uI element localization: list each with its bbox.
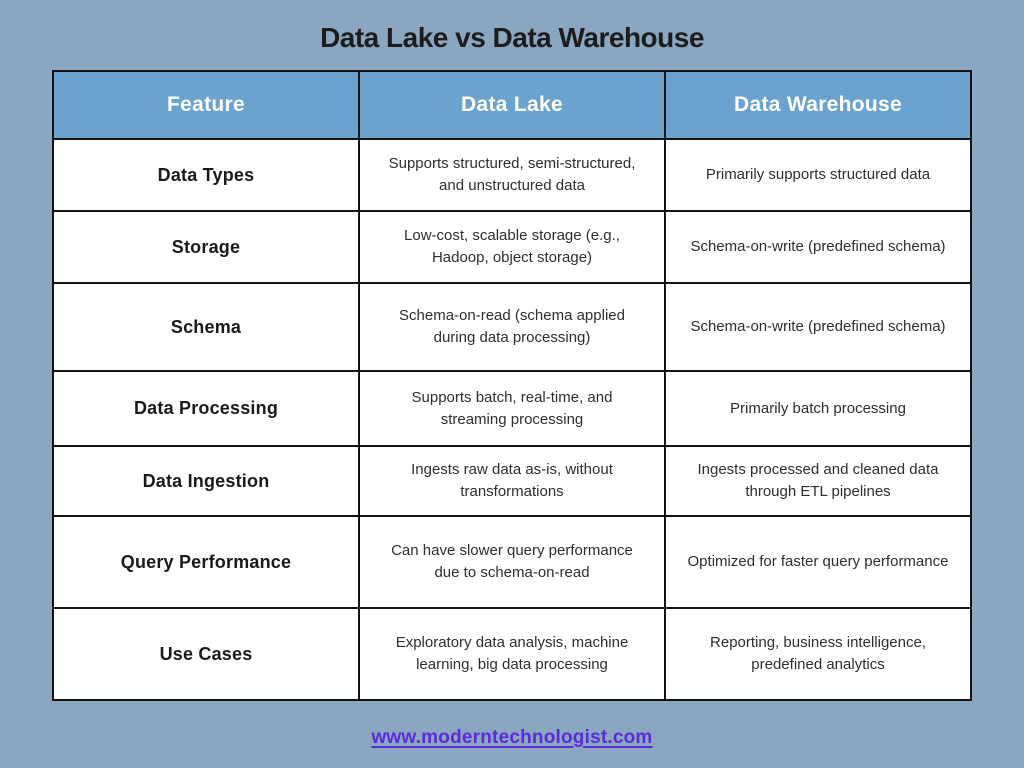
header-row: Feature Data Lake Data Warehouse bbox=[52, 70, 972, 140]
data-lake-cell: Ingests raw data as-is, without transfor… bbox=[358, 445, 666, 517]
data-warehouse-cell: Schema-on-write (predefined schema) bbox=[664, 282, 972, 372]
table-row-data-types: Data Types Supports structured, semi-str… bbox=[52, 138, 972, 212]
feature-cell: Storage bbox=[52, 210, 360, 284]
feature-cell: Query Performance bbox=[52, 515, 360, 609]
data-lake-cell: Supports structured, semi-structured, an… bbox=[358, 138, 666, 212]
data-warehouse-cell: Primarily batch processing bbox=[664, 370, 972, 447]
data-warehouse-cell: Reporting, business intelligence, predef… bbox=[664, 607, 972, 701]
column-header-data-warehouse: Data Warehouse bbox=[664, 70, 972, 140]
feature-cell: Schema bbox=[52, 282, 360, 372]
data-lake-cell: Exploratory data analysis, machine learn… bbox=[358, 607, 666, 701]
feature-cell: Data Ingestion bbox=[52, 445, 360, 517]
table-row-storage: Storage Low-cost, scalable storage (e.g.… bbox=[52, 210, 972, 284]
data-lake-cell: Low-cost, scalable storage (e.g., Hadoop… bbox=[358, 210, 666, 284]
table-row-query-performance: Query Performance Can have slower query … bbox=[52, 515, 972, 609]
footer: www.moderntechnologist.com bbox=[371, 727, 652, 749]
data-warehouse-cell: Schema-on-write (predefined schema) bbox=[664, 210, 972, 284]
data-lake-cell: Can have slower query performance due to… bbox=[358, 515, 666, 609]
table-body: Data Types Supports structured, semi-str… bbox=[52, 138, 972, 701]
data-warehouse-cell: Primarily supports structured data bbox=[664, 138, 972, 212]
data-lake-cell: Schema-on-read (schema applied during da… bbox=[358, 282, 666, 372]
website-link[interactable]: www.moderntechnologist.com bbox=[371, 727, 653, 748]
comparison-table: Feature Data Lake Data Warehouse Data Ty… bbox=[52, 70, 972, 701]
data-warehouse-cell: Ingests processed and cleaned data throu… bbox=[664, 445, 972, 517]
table-row-data-ingestion: Data Ingestion Ingests raw data as-is, w… bbox=[52, 445, 972, 517]
table-row-data-processing: Data Processing Supports batch, real-tim… bbox=[52, 370, 972, 447]
table-row-use-cases: Use Cases Exploratory data analysis, mac… bbox=[52, 607, 972, 701]
table-row-schema: Schema Schema-on-read (schema applied du… bbox=[52, 282, 972, 372]
table-header: Feature Data Lake Data Warehouse bbox=[52, 70, 972, 140]
column-header-data-lake: Data Lake bbox=[358, 70, 666, 140]
page-title: Data Lake vs Data Warehouse bbox=[320, 22, 704, 53]
feature-cell: Use Cases bbox=[52, 607, 360, 701]
data-lake-cell: Supports batch, real-time, and streaming… bbox=[358, 370, 666, 447]
data-warehouse-cell: Optimized for faster query performance bbox=[664, 515, 972, 609]
feature-cell: Data Processing bbox=[52, 370, 360, 447]
column-header-feature: Feature bbox=[52, 70, 360, 140]
feature-cell: Data Types bbox=[52, 138, 360, 212]
